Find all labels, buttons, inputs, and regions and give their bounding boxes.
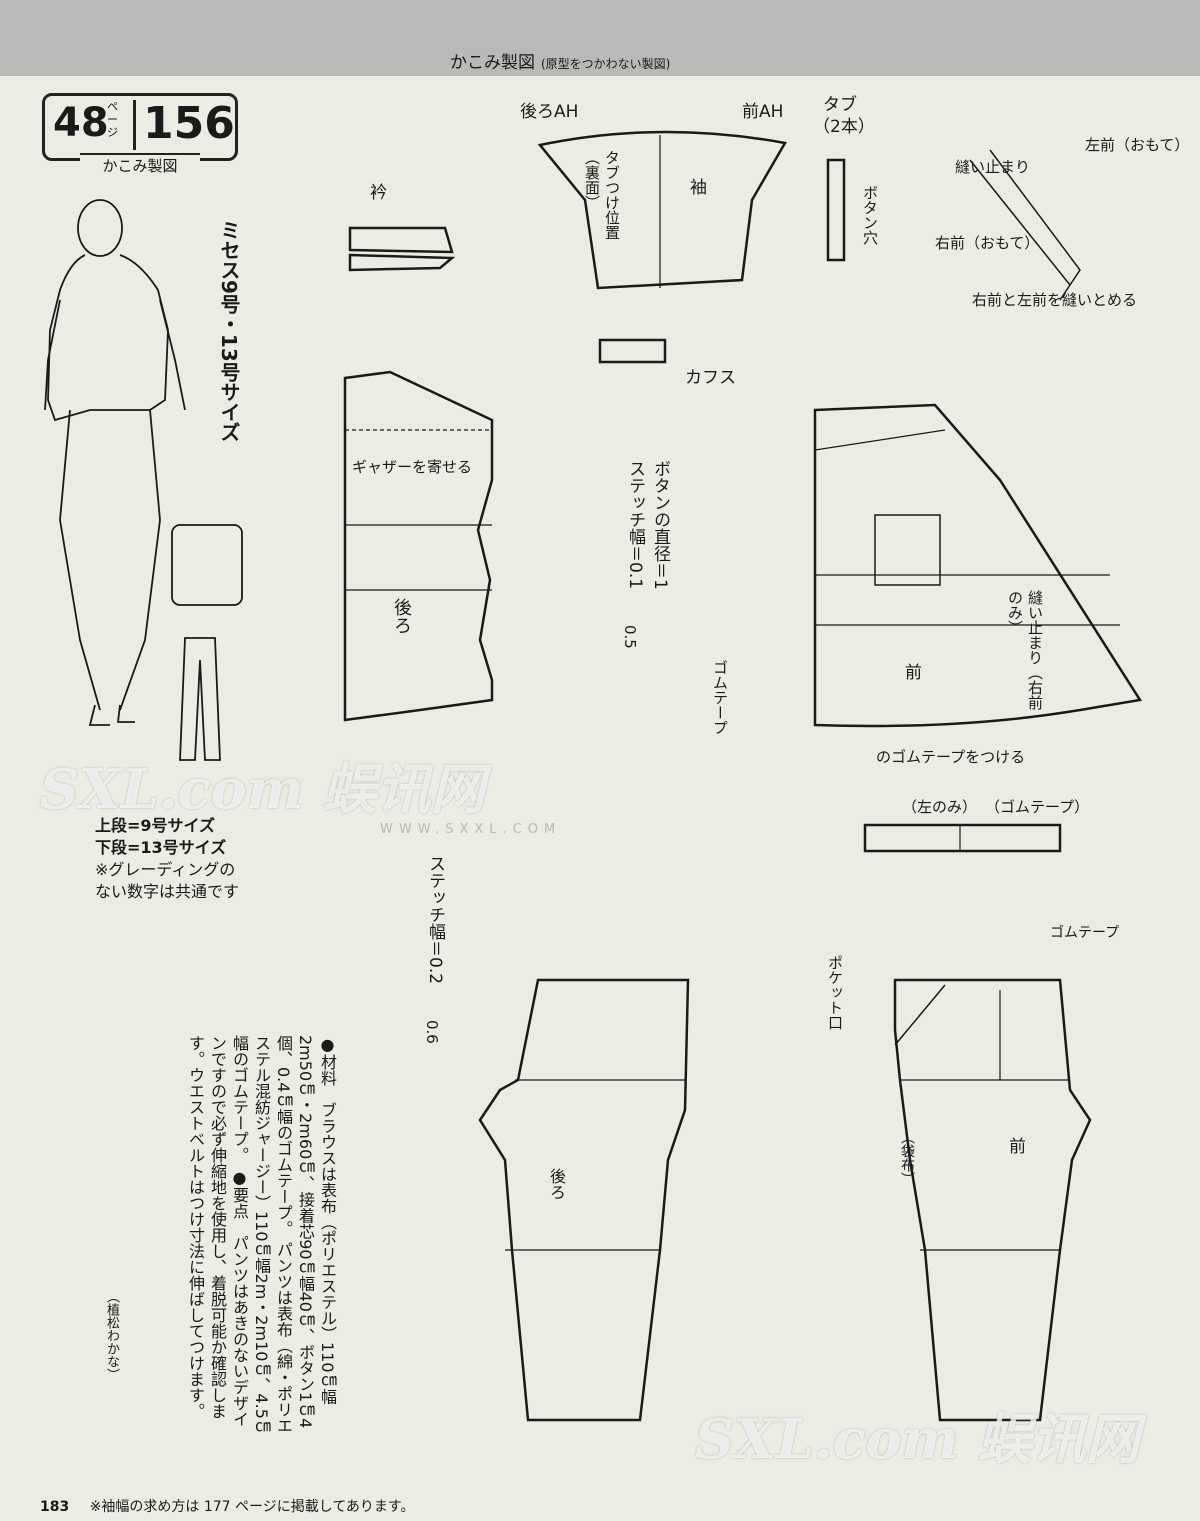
front-pants-label: 前 bbox=[1009, 1137, 1026, 1157]
sleeve-label: 袖 bbox=[690, 178, 707, 198]
badge-page-number: 48 bbox=[53, 100, 109, 146]
header-title: かこみ製図 (原型をつかわない製図) bbox=[450, 48, 670, 73]
sew-join-label: 右前と左前を縫いとめる bbox=[972, 291, 1137, 309]
tab-position-note: タブつけ位置（裏面） bbox=[583, 150, 621, 240]
header-title-text: かこみ製図 bbox=[450, 53, 535, 73]
sew-stop-label: 縫い止まり bbox=[955, 158, 1030, 176]
elastic-note: のゴムテープをつける bbox=[876, 748, 1025, 766]
legend-upper: 上段=9号サイズ bbox=[95, 816, 216, 835]
watermark-url-1: WWW.SXXL.COM bbox=[380, 822, 562, 837]
back-ah-label: 後ろAH bbox=[520, 102, 578, 122]
materials-points: ●要点 パンツはあきのないデザインですので必ず伸縮地を使用し、着脱可能か確認しま… bbox=[186, 1035, 249, 1428]
badge-divider bbox=[133, 100, 136, 150]
front-pants-pattern bbox=[893, 978, 1092, 1422]
pocket-mouth-note: ポケット口 bbox=[826, 955, 844, 1030]
badge-caption: かこみ製図 bbox=[80, 153, 200, 176]
size-legend: 上段=9号サイズ 下段=13号サイズ ※グレーディングの ない数字は共通です bbox=[95, 815, 239, 903]
legend-note-1: ※グレーディングの bbox=[95, 860, 236, 879]
right-front-label: 右前（おもて） bbox=[935, 234, 1039, 252]
back-label: 後ろ bbox=[391, 598, 412, 634]
footer-note: ※袖幅の求め方は 177 ページに掲載してあります。 bbox=[89, 1499, 415, 1515]
back-pants-label: 後ろ bbox=[547, 1168, 566, 1200]
button-diameter-note: ボタンの直径＝1 bbox=[650, 460, 670, 590]
legend-lower: 下段=13号サイズ bbox=[95, 838, 227, 857]
author-credit: （植松わかな） bbox=[104, 1290, 119, 1381]
front-ah-label: 前AH bbox=[742, 102, 783, 122]
stitch-width-note-1: ステッチ幅＝0.1 bbox=[625, 460, 645, 590]
tab-pattern bbox=[826, 158, 846, 262]
watermark-logo-2: SXL.com 蜈讯网 bbox=[695, 1407, 1140, 1471]
tab-count: （2本） bbox=[813, 117, 875, 137]
tab-label: タブ bbox=[823, 94, 857, 115]
figure-illustration bbox=[44, 199, 243, 761]
watermark-logo-1: SXL.com 蜈讯网 bbox=[40, 757, 485, 821]
sleeve-pattern bbox=[537, 130, 787, 290]
gomu-tape-side-label: ゴムテープ bbox=[1050, 925, 1120, 941]
legend-note-2: ない数字は共通です bbox=[95, 882, 240, 901]
collar-label: 衿 bbox=[370, 183, 387, 203]
cuff-pattern bbox=[598, 338, 667, 364]
gomu-head-label: （ゴムテープ） bbox=[985, 798, 1089, 816]
collar-pattern bbox=[348, 226, 456, 272]
header-subtitle: (原型をつかわない製図) bbox=[541, 57, 671, 71]
badge-item-number: 156 bbox=[143, 98, 235, 149]
front-label: 前 bbox=[905, 663, 922, 683]
badge-page-kana: ページ bbox=[107, 100, 118, 139]
gather-label: ギャザーを寄せる bbox=[352, 458, 472, 476]
front-bodice-pattern bbox=[813, 403, 1143, 728]
page-footer: 183 ※袖幅の求め方は 177 ページに掲載してあります。 bbox=[40, 1496, 415, 1516]
stitch-width-note-1b: 0.5 bbox=[621, 625, 639, 649]
waistband-pattern bbox=[863, 823, 1062, 853]
pouch-note: （袋布） bbox=[899, 1130, 915, 1186]
materials-blouse: ●材料 ブラウスは表布（ポリエステル）110㎝幅2m50㎝・2m60㎝、接着芯9… bbox=[274, 1035, 337, 1429]
header-bar bbox=[0, 0, 1200, 76]
cuffs-label: カフス bbox=[685, 368, 736, 388]
back-bodice-pattern bbox=[343, 370, 494, 722]
materials-pants: パンツは表布（綿・ポリエステル混紡ジャージー）110㎝幅2m・2m10㎝、4.5… bbox=[230, 1035, 293, 1435]
footer-page-number: 183 bbox=[40, 1499, 70, 1515]
materials-text: ●材料 ブラウスは表布（ポリエステル）110㎝幅2m50㎝・2m60㎝、接着芯9… bbox=[184, 1035, 338, 1435]
stitch-width-note-2b: 0.6 bbox=[423, 1020, 441, 1044]
gomu-tape-note: ゴムテープ bbox=[711, 660, 729, 735]
left-only-label: （左のみ） bbox=[902, 798, 977, 816]
back-pants-pattern bbox=[478, 978, 690, 1422]
sew-stop-note: 縫い止まり（右前のみ） bbox=[1006, 590, 1044, 710]
left-front-label: 左前（おもて） bbox=[1085, 136, 1189, 154]
size-label: ミセス9号・13号サイズ bbox=[217, 220, 241, 442]
stitch-width-note-2: ステッチ幅＝0.2 bbox=[425, 855, 445, 985]
button-hole-note: ボタン穴 bbox=[861, 185, 879, 245]
